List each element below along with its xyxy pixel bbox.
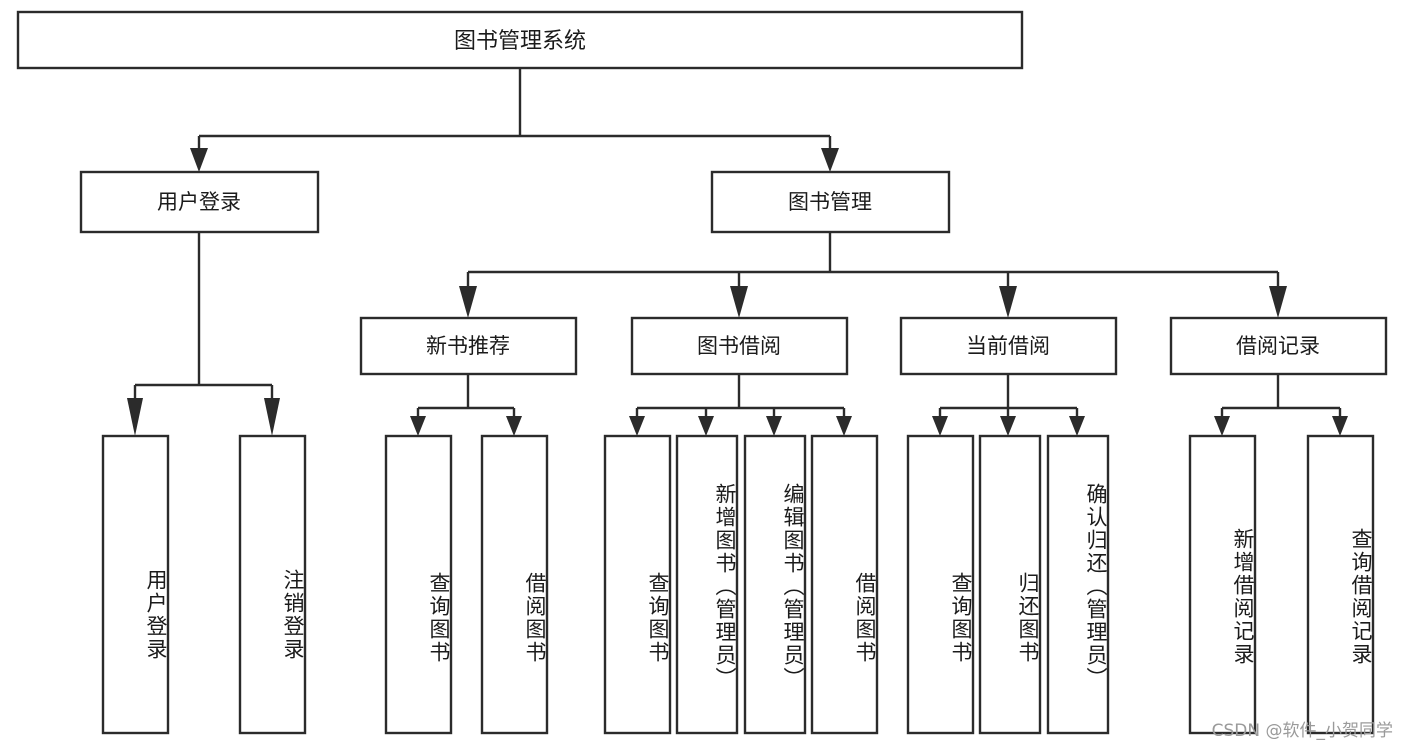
arrow-new-book-rec [459,286,477,318]
arrow-leaf-add-record [1214,416,1230,436]
node-book-manage-label: 图书管理 [788,190,872,214]
node-book-manage[interactable]: 图书管理 [710,170,951,234]
node-book-borrow[interactable]: 图书借阅 [630,316,849,376]
node-borrow-record[interactable]: 借阅记录 [1169,316,1388,376]
node-leaf-query-book-1[interactable] [384,434,453,735]
node-new-book-rec[interactable]: 新书推荐 [359,316,578,376]
arrow-leaf-return-book [1000,416,1016,436]
arrow-leaf-user-login [127,398,143,436]
node-leaf-add-book[interactable] [675,434,739,735]
arrow-borrow-record [1269,286,1287,318]
arrow-leaf-add-book [698,416,714,436]
node-leaf-confirm-return[interactable] [1046,434,1110,735]
arrow-leaf-edit-book [766,416,782,436]
arrow-current-borrow [999,286,1017,318]
node-book-borrow-label: 图书借阅 [697,334,781,358]
arrow-leaf-query-record [1332,416,1348,436]
arrow-leaf-query-book-3 [932,416,948,436]
node-leaf-query-book-3[interactable] [906,434,975,735]
arrow-leaf-confirm-return [1069,416,1085,436]
connector-layer [127,68,1348,436]
node-leaf-logout[interactable] [238,434,307,735]
arrow-leaf-borrow-book-2 [836,416,852,436]
arrow-leaf-logout [264,398,280,436]
arrow-leaf-borrow-book-1 [506,416,522,436]
arrow-book-borrow [730,286,748,318]
node-new-book-rec-label: 新书推荐 [426,334,510,358]
arrow-user-login [190,148,208,172]
node-current-borrow-label: 当前借阅 [966,334,1050,358]
node-leaf-query-record[interactable] [1306,434,1375,735]
arrow-book-manage [821,148,839,172]
node-leaf-borrow-book-1[interactable] [480,434,549,735]
node-leaf-borrow-book-2[interactable] [810,434,879,735]
node-user-login-label: 用户登录 [157,190,241,214]
node-leaf-user-login[interactable] [101,434,170,735]
node-leaf-query-book-2[interactable] [603,434,672,735]
node-borrow-record-label: 借阅记录 [1236,334,1320,358]
node-root-label: 图书管理系统 [454,29,586,54]
arrow-leaf-query-book-2 [629,416,645,436]
arrow-leaf-query-book-1 [410,416,426,436]
node-user-login[interactable]: 用户登录 [79,170,320,234]
node-layer: 图书管理系统 用户登录 图书管理 新书推荐 图书借阅 当前 [16,10,1388,735]
node-leaf-edit-book[interactable] [743,434,807,735]
node-leaf-add-record[interactable] [1188,434,1257,735]
node-root[interactable]: 图书管理系统 [16,10,1024,70]
node-leaf-return-book[interactable] [978,434,1042,735]
node-current-borrow[interactable]: 当前借阅 [899,316,1118,376]
